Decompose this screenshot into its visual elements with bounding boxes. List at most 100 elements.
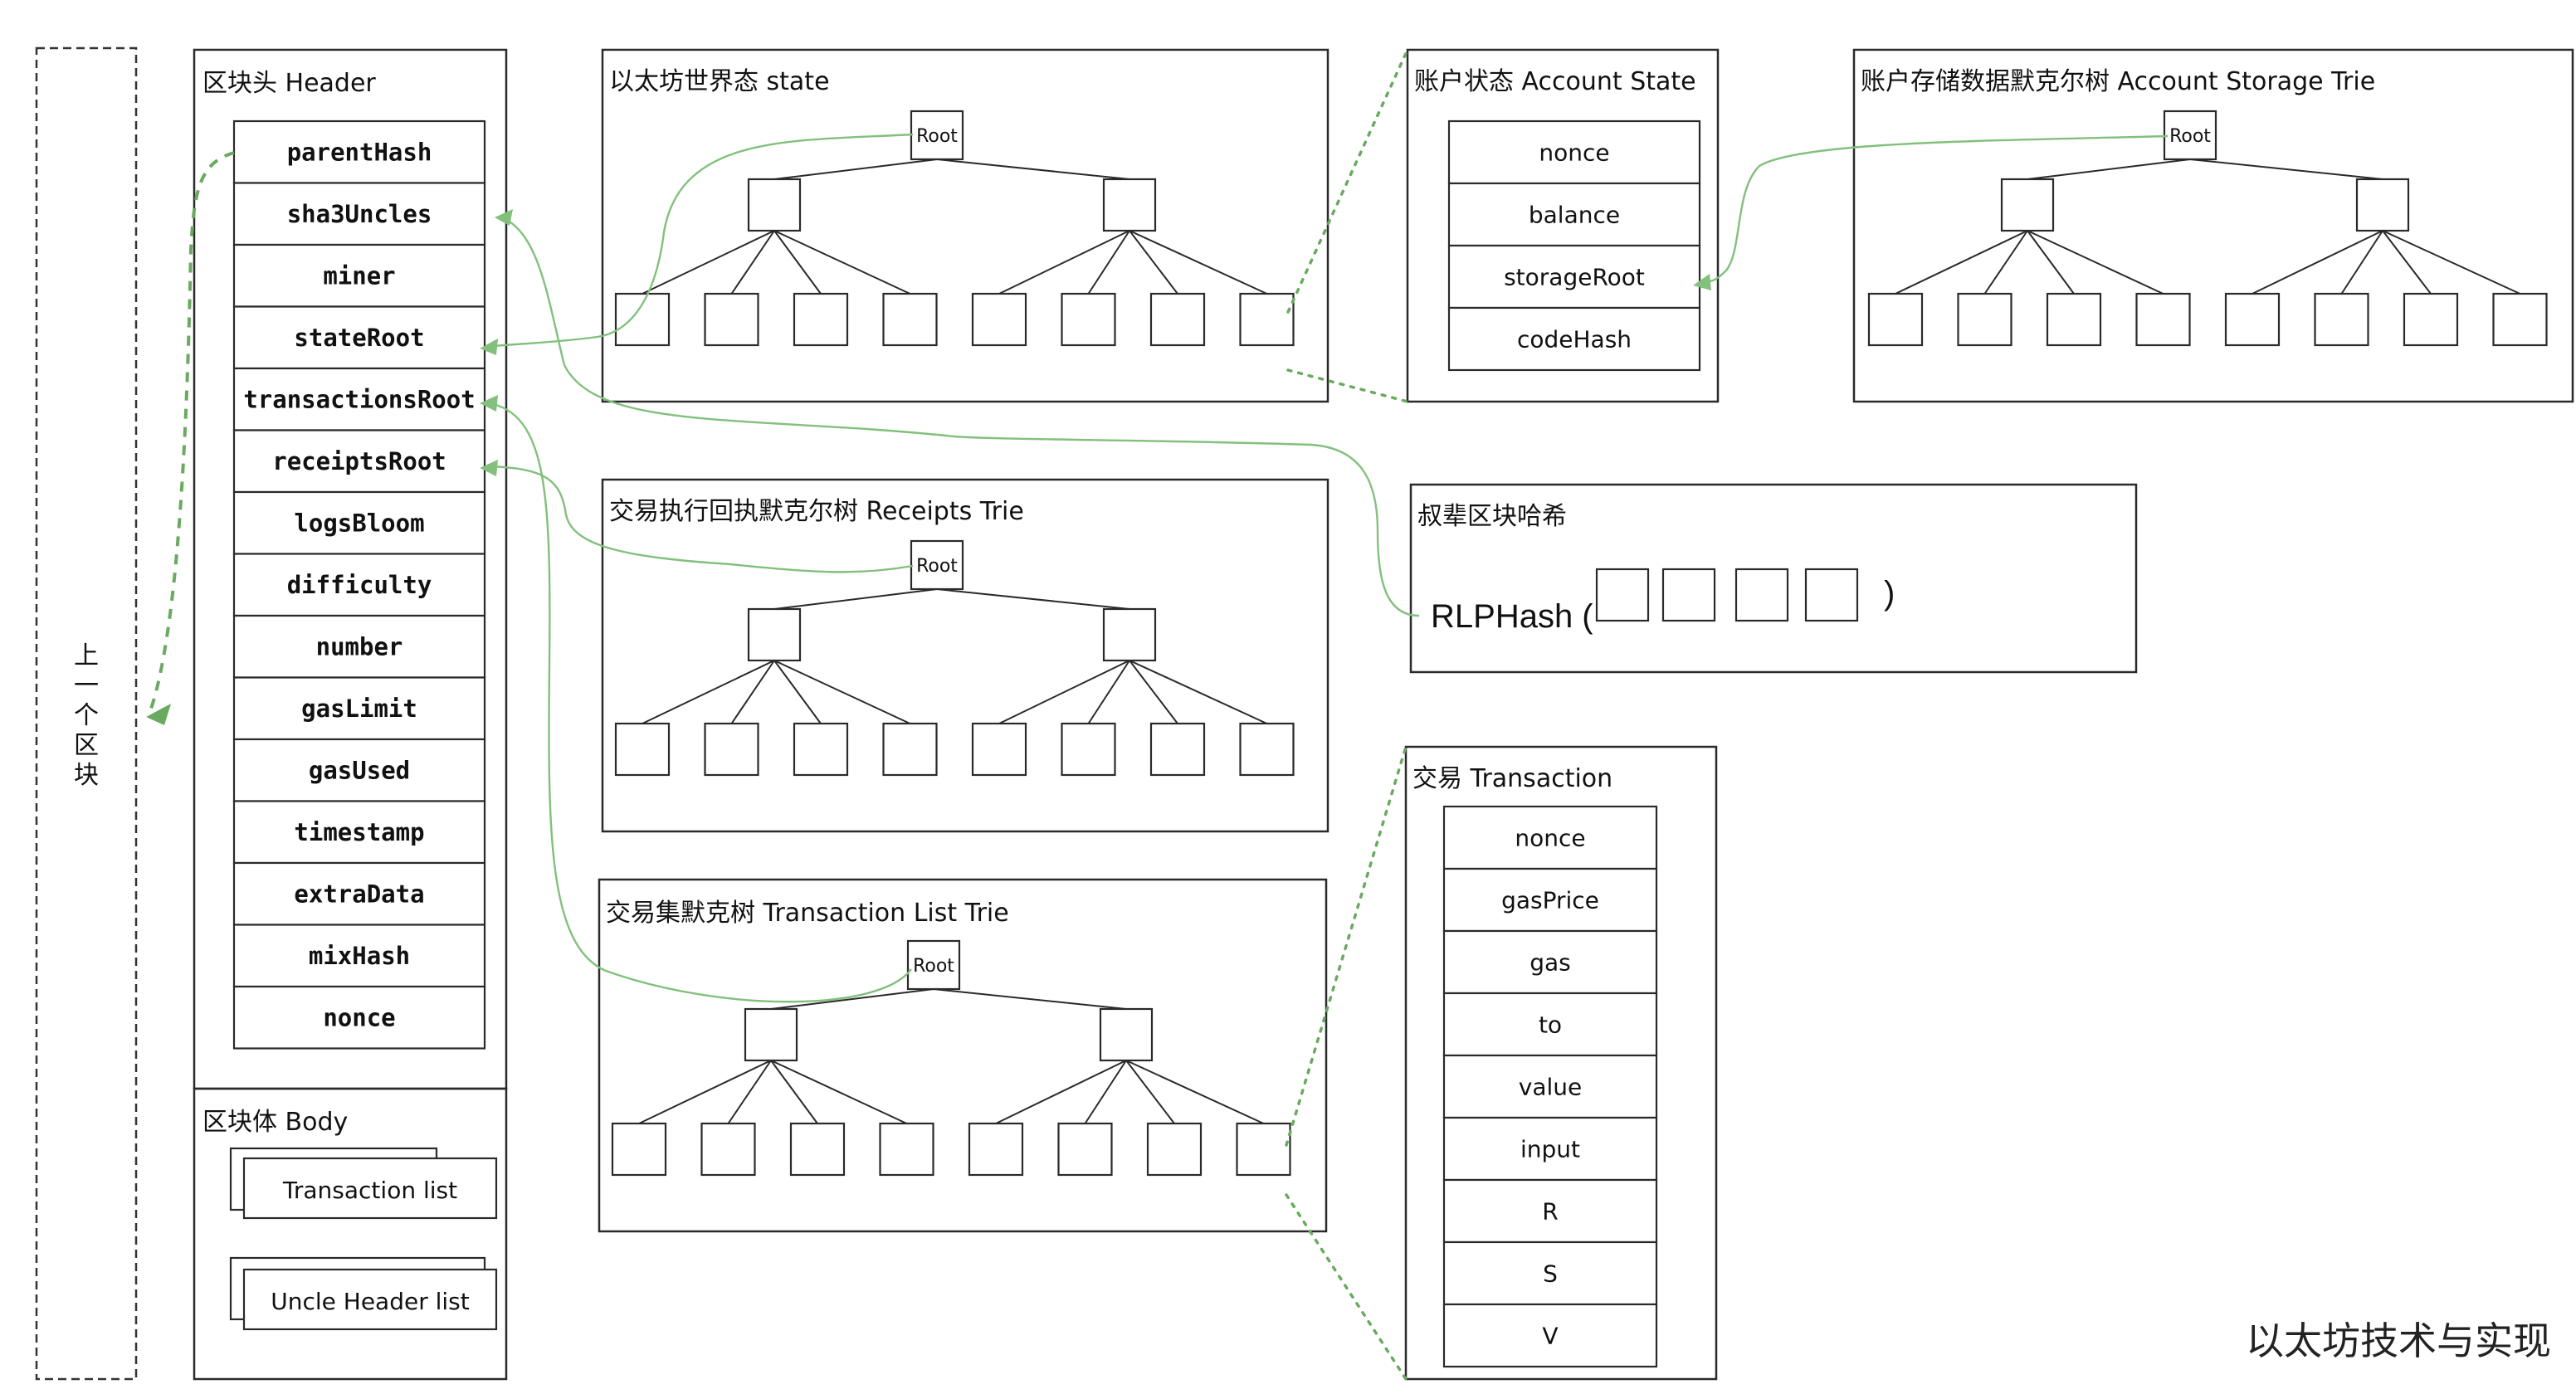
tree-leaf-node [1057,1122,1113,1177]
tree-edge-leaf [2027,230,2075,295]
tree-edge-leaf [1983,230,2028,295]
tree-edge-leaf [1129,230,1267,295]
transaction-list-trie-tree: Root [611,939,1291,1177]
account-field-label: codeHash [1517,326,1632,353]
tree-edge-root [773,588,938,610]
tree-leaf-node [879,1122,934,1177]
account-field-label: balance [1529,202,1620,229]
header-field-mixHash [232,924,486,988]
state-root-arrowhead [480,339,498,355]
tree-leaf-node [793,292,849,347]
account-field-codeHash [1447,306,1701,372]
transaction-field-R [1442,1178,1658,1244]
receipts-root-arrowhead [480,460,498,476]
transactions-root-arrowhead [480,395,498,412]
header-field-difficulty [232,553,486,617]
tree-branch-node [1102,607,1157,662]
rlphash-suffix: ) [1884,575,1895,612]
block-body-title: 区块体 Body [202,1108,348,1137]
parent-hash-arrowhead [146,704,171,725]
tree-edge-leaf [1125,1060,1175,1124]
tree-branch-node [747,607,802,662]
tree-leaf-node [882,292,938,347]
tree-edge-leaf [2027,230,2164,295]
uncle-hash-box [1734,568,1789,622]
account-state-title: 账户状态 Account State [1414,67,1696,96]
transaction-field-V [1442,1303,1658,1368]
tree-edge-leaf [638,1060,772,1124]
transaction-list-trie-title: 交易集默克树 Transaction List Trie [606,899,1009,928]
account-state: 账户状态 Account State noncebalancestorageRo… [1406,48,1720,403]
transaction-title: 交易 Transaction [1412,764,1612,793]
account-storage-trie: 账户存储数据默克尔树 Account Storage Trie Root [1852,48,2574,403]
tree-leaf-node [789,1122,846,1177]
previous-block-char: 区 [74,731,99,760]
previous-block-frame [35,46,138,1381]
uncle-hash-frame [1409,483,2138,674]
previous-block-label: 上一个区块 [74,641,99,790]
header-field-extraData [232,861,486,926]
tree-branch-node [747,178,802,232]
tree-edge-leaf [773,660,910,724]
body-uncle-header-list: Uncle Header list [229,1256,498,1331]
header-field-transactionsRoot [232,367,486,431]
tree-leaf-node [1149,722,1206,777]
tree-leaf-node [968,1122,1024,1177]
header-field-label: nonce [323,1003,395,1031]
tree-edge-leaf [1087,230,1130,295]
state-trie-title: 以太坊世界态 state [609,67,830,96]
tree-leaf-node [2135,292,2191,347]
header-field-label: extraData [294,880,424,908]
uncle-hash: 叔辈区块哈希 RLPHash ( ) [1409,483,2138,674]
tree-leaf-node [971,722,1027,777]
tree-edge-leaf [642,230,775,295]
tree-edge-root [2027,158,2191,180]
tree-leaf-node [971,292,1027,347]
header-field-label: receiptsRoot [272,447,446,475]
tree-edge-leaf [1125,1060,1264,1124]
receipts-trie-title: 交易执行回执默克尔树 Receipts Trie [609,497,1024,526]
sha3-uncles-link [500,216,1420,617]
transaction-field-label: input [1520,1136,1580,1163]
header-field-gasLimit [232,676,486,741]
tree-edge-root [936,158,1130,180]
header-field-sha3Uncles [232,182,486,246]
tree-leaf-node [1149,292,1206,347]
header-field-label: gasUsed [309,756,410,784]
tree-edge-leaf [1084,1060,1127,1124]
tree-edge-leaf [770,1060,818,1124]
tree-edge-leaf [642,660,775,724]
transaction-list-trie-frame [598,878,1328,1233]
uncle-hash-box [1661,568,1716,622]
transaction-list-box [242,1157,498,1220]
tree-leaf-node [700,1122,756,1177]
account-storage-trie-frame [1852,48,2574,403]
tree-root-label: Root [916,126,958,147]
tree-edge-leaf [1895,230,2028,295]
tree-leaf-node [882,722,938,777]
transaction-field-label: value [1519,1074,1582,1101]
tree-edge-leaf [730,230,775,295]
tree-edge-leaf [998,660,1130,724]
rlphash-prefix: RLPHash ( [1431,598,1593,635]
header-field-label: mixHash [309,942,410,970]
transaction-field-label: R [1542,1198,1558,1226]
tree-edge-leaf [1087,660,1130,724]
tree-edge-leaf [1129,230,1178,295]
transaction-list-label: Transaction list [282,1177,457,1204]
tree-branch-node [1102,178,1157,232]
tree-leaf-node [1146,1122,1203,1177]
state-trie: 以太坊世界态 state Root [601,48,1329,403]
tree-edge-leaf [2382,230,2432,295]
previous-block-char: 上 [74,641,99,670]
tree-leaf-node [1957,292,2013,347]
transaction-field-input [1442,1116,1658,1182]
block-body-frame [193,1087,508,1381]
transaction-field-label: V [1542,1323,1558,1350]
uncle-header-list-box [242,1268,498,1331]
body-transaction-list: Transaction list [229,1147,498,1220]
block-body: 区块体 Body Transaction list Uncle Header l… [193,1087,508,1381]
account-field-nonce [1447,119,1701,185]
